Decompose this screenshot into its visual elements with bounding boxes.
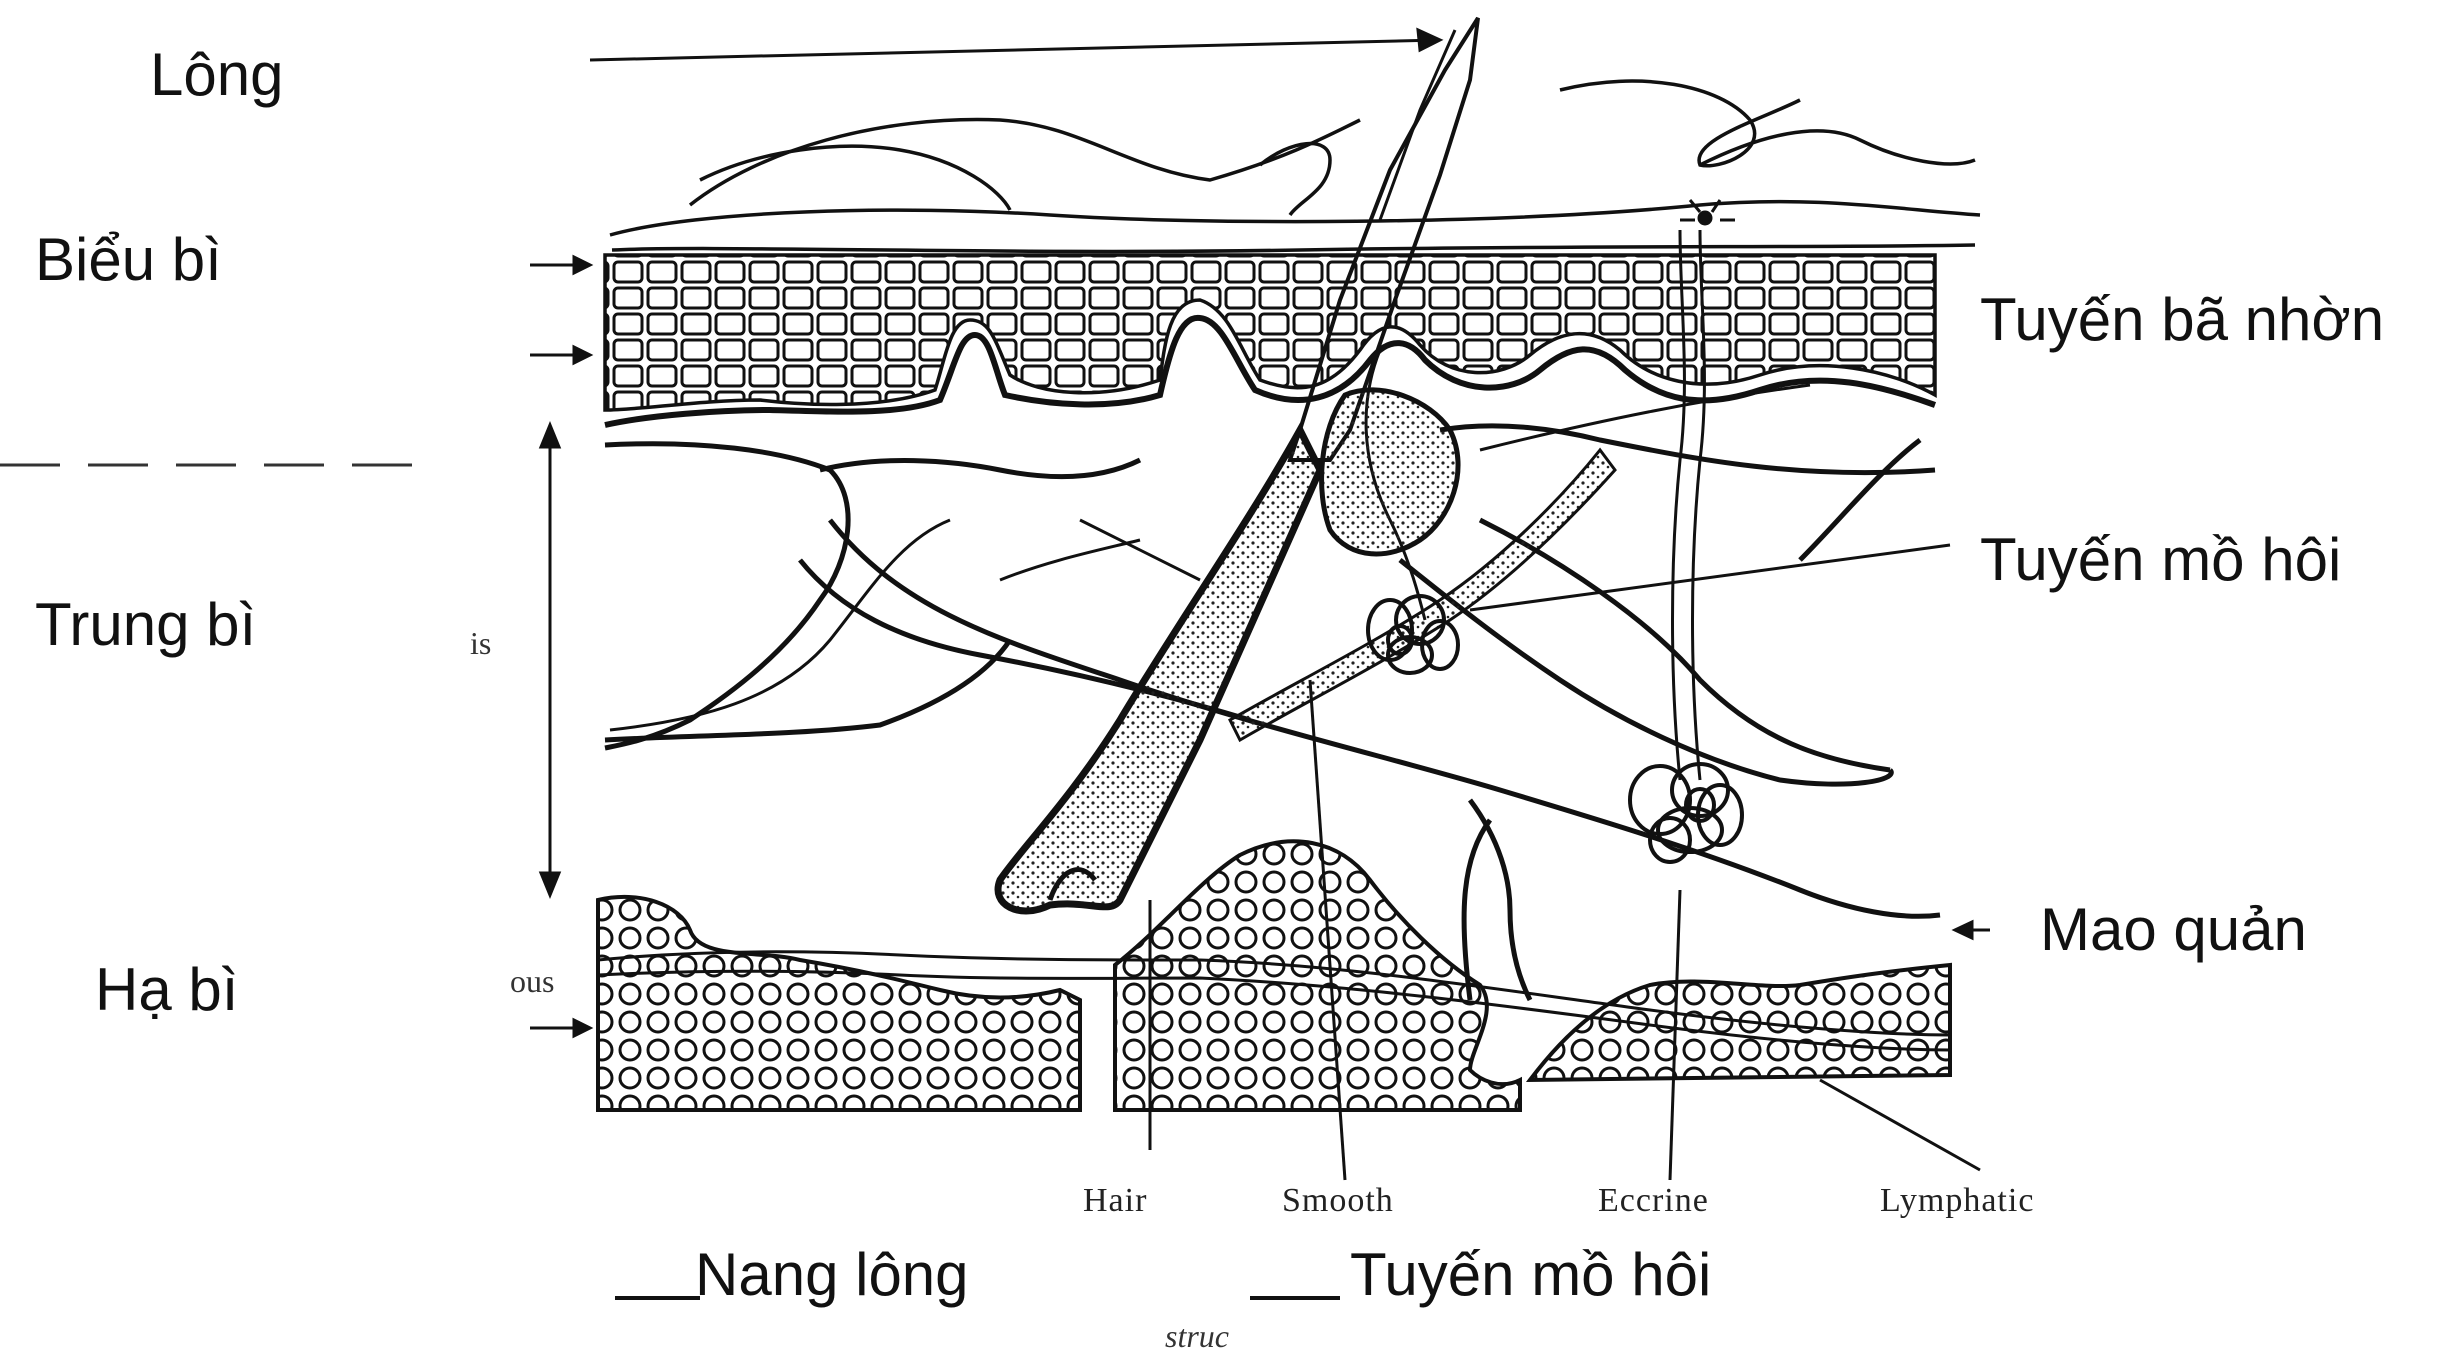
fragment-hair: Hair	[1083, 1182, 1147, 1220]
underline-tuyen-mo-hoi	[1250, 1296, 1340, 1300]
label-ha-bi: Hạ bì	[95, 955, 238, 1024]
label-tuyen-ba-nhon: Tuyến bã nhờn	[1980, 285, 2384, 354]
sebaceous-gland	[1322, 390, 1458, 554]
label-long: Lông	[150, 40, 283, 109]
fragment-lymphatic: Lymphatic	[1880, 1182, 2034, 1220]
fragment-ous: ous	[510, 963, 554, 1000]
fragment-is: is	[470, 625, 491, 662]
dermis-span-arrow	[541, 425, 559, 895]
fragment-struc: struc	[1165, 1318, 1229, 1355]
label-bieu-bi: Biểu bì	[35, 225, 222, 294]
label-tuyen-mo-hoi-bottom: Tuyến mồ hôi	[1350, 1240, 1711, 1309]
underline-nang-long	[615, 1296, 700, 1300]
label-nang-long: Nang lông	[695, 1240, 969, 1309]
hypodermis-fat-center	[1115, 841, 1520, 1110]
label-tuyen-mo-hoi-right: Tuyến mồ hôi	[1980, 525, 2341, 594]
label-trung-bi: Trung bì	[35, 590, 256, 659]
fragment-eccrine: Eccrine	[1598, 1182, 1709, 1220]
fragment-smooth: Smooth	[1282, 1182, 1394, 1220]
epidermis-cell-layer	[605, 255, 1935, 410]
epidermis-surface	[610, 81, 1980, 251]
hypodermis-fat-left	[598, 897, 1080, 1110]
label-mao-quan: Mao quản	[2040, 895, 2307, 964]
hypodermis-fat-right	[1530, 965, 1950, 1080]
